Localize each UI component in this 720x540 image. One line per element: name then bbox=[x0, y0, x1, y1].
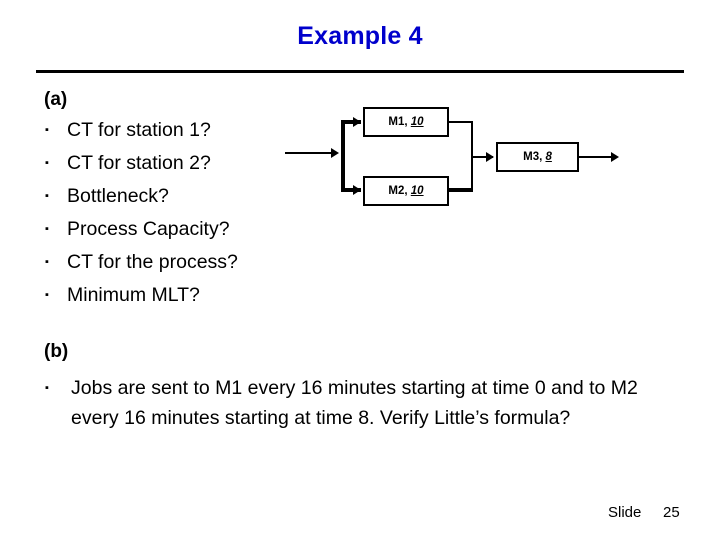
list-item: ▪ Bottleneck? bbox=[44, 181, 294, 212]
branch-line-m2 bbox=[341, 188, 361, 192]
list-item: ▪ CT for station 2? bbox=[44, 148, 294, 179]
process-box-m1-label: M1, 10 bbox=[388, 116, 424, 128]
branch-arrowhead-m1-icon bbox=[353, 117, 361, 127]
split-bar bbox=[341, 120, 345, 192]
output-arrowhead-icon bbox=[611, 152, 619, 162]
list-item-label: CT for station 1? bbox=[67, 119, 211, 141]
square-bullet-icon: ▪ bbox=[45, 124, 49, 136]
page-title: Example 4 bbox=[297, 22, 423, 50]
process-box-m2-label: M2, 10 bbox=[388, 185, 424, 197]
square-bullet-icon: ▪ bbox=[45, 256, 49, 268]
output-line bbox=[579, 156, 615, 158]
list-item: ▪ Jobs are sent to M1 every 16 minutes s… bbox=[44, 373, 674, 433]
section-b-label: (b) bbox=[44, 341, 69, 362]
merge-line-m1 bbox=[449, 121, 473, 123]
section-a-label: (a) bbox=[44, 89, 68, 110]
square-bullet-icon: ▪ bbox=[45, 157, 49, 169]
input-line bbox=[285, 152, 333, 154]
list-item-label: Bottleneck? bbox=[67, 185, 169, 207]
process-box-m2[interactable]: M2, 10 bbox=[363, 176, 449, 206]
list-item-label: CT for station 2? bbox=[67, 152, 211, 174]
square-bullet-icon: ▪ bbox=[45, 382, 49, 394]
list-item: ▪ Minimum MLT? bbox=[44, 280, 294, 311]
process-box-m3[interactable]: M3, 8 bbox=[496, 142, 579, 172]
title-divider bbox=[36, 70, 684, 73]
list-item-label: Jobs are sent to M1 every 16 minutes sta… bbox=[71, 377, 638, 429]
input-arrowhead-icon bbox=[331, 148, 339, 158]
branch-line-m1 bbox=[341, 120, 361, 124]
process-box-m3-label: M3, 8 bbox=[523, 151, 552, 163]
branch-arrowhead-m2-icon bbox=[353, 185, 361, 195]
section-b-list: ▪ Jobs are sent to M1 every 16 minutes s… bbox=[44, 373, 674, 433]
m3-input-arrowhead-icon bbox=[486, 152, 494, 162]
square-bullet-icon: ▪ bbox=[45, 223, 49, 235]
square-bullet-icon: ▪ bbox=[45, 190, 49, 202]
list-item: ▪ CT for the process? bbox=[44, 247, 294, 278]
footer-slide-number: 25 bbox=[663, 504, 680, 521]
list-item: ▪ CT for station 1? bbox=[44, 115, 294, 146]
section-a-list: ▪ CT for station 1? ▪ CT for station 2? … bbox=[44, 115, 294, 313]
process-flow-diagram: M1, 10 M2, 10 M3, 8 bbox=[285, 100, 625, 210]
merge-to-m3-line bbox=[471, 156, 493, 158]
square-bullet-icon: ▪ bbox=[45, 289, 49, 301]
list-item: ▪ Process Capacity? bbox=[44, 214, 294, 245]
footer-slide-word: Slide bbox=[608, 504, 642, 521]
list-item-label: Process Capacity? bbox=[67, 218, 230, 240]
list-item-label: Minimum MLT? bbox=[67, 284, 200, 306]
list-item-label: CT for the process? bbox=[67, 251, 238, 273]
process-box-m1[interactable]: M1, 10 bbox=[363, 107, 449, 137]
merge-line-m2 bbox=[449, 188, 473, 192]
